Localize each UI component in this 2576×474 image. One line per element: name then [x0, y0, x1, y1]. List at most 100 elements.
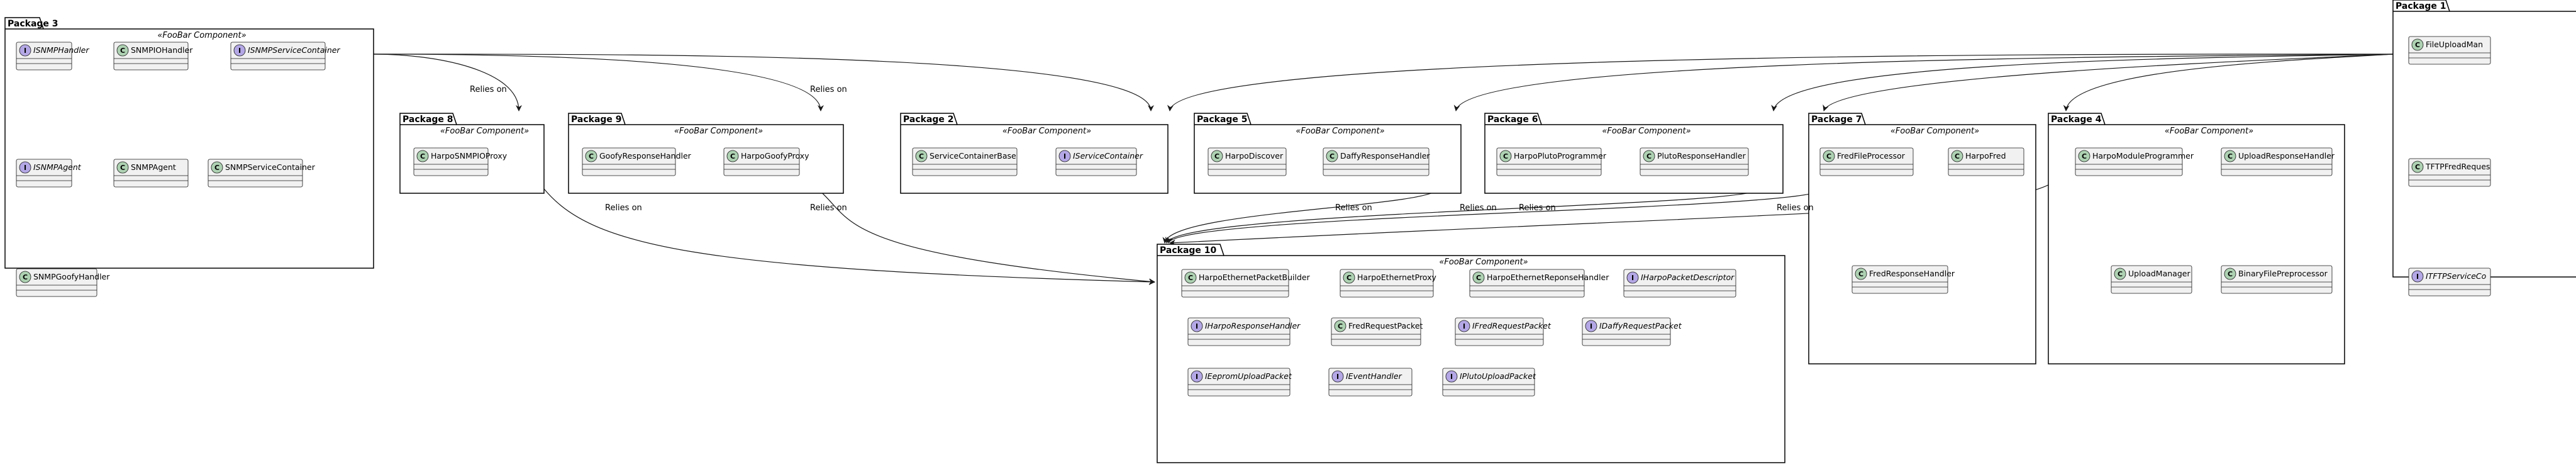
interface-badge-icon	[19, 44, 31, 57]
class-kind-letter: C	[2415, 41, 2420, 49]
class-name: UploadManager	[2128, 269, 2190, 278]
class-name: SNMPAgent	[131, 162, 176, 172]
dependency-arrow-p1-to-p7	[1823, 54, 2394, 111]
edge-label-relies-on: Relies on	[470, 85, 507, 94]
class-box	[1328, 368, 1413, 397]
dependency-arrow-p9-to-p10	[817, 188, 1155, 285]
class-box	[230, 42, 326, 71]
class-kind-letter: C	[120, 164, 125, 172]
class-badge-icon	[2224, 150, 2236, 162]
class-box	[16, 268, 97, 297]
dependency-arrow-p5-to-p10	[1162, 188, 1440, 244]
class-badge-icon	[1951, 150, 1963, 162]
class-kind-letter: C	[1646, 152, 1652, 161]
class-kind-letter: C	[1858, 270, 1863, 278]
class-name: TFTPFredReques	[2425, 162, 2490, 171]
class-name: ISNMPServiceContainer	[248, 45, 340, 55]
class-kind-letter: C	[1346, 274, 1352, 282]
class-box	[1640, 147, 1749, 176]
interface-badge-icon	[1191, 370, 1203, 383]
class-badge-icon	[2411, 38, 2424, 51]
class-badge-icon	[1211, 150, 1223, 162]
class-badge-icon	[1334, 320, 1346, 332]
class-box	[2408, 158, 2491, 187]
class-kind-letter: C	[1330, 152, 1335, 161]
class-pluto-response-handler[interactable]: C PlutoResponseHandler	[1640, 147, 1749, 176]
package-stereotype: «FooBar Component»	[2165, 127, 2253, 136]
interface-badge-icon	[1445, 370, 1458, 383]
interface-badge-icon	[2411, 270, 2424, 283]
class-name: ISNMPHandler	[33, 45, 89, 55]
class-snmpagent[interactable]: C SNMPAgent	[113, 159, 189, 188]
class-badge-icon	[726, 150, 739, 162]
class-kind-letter: C	[1955, 152, 1960, 161]
class-box	[1055, 147, 1137, 176]
edge-label-relies-on: Relies on	[1519, 203, 1556, 213]
edge-label-relies-on: Relies on	[1777, 203, 1814, 213]
edge-label-relies-on: Relies on	[1335, 203, 1372, 213]
dependency-arrow-p1-to-p5	[1453, 54, 2394, 111]
interface-badge-icon	[1191, 320, 1203, 332]
class-kind-letter: I	[1450, 373, 1453, 381]
package-name: Package 3	[8, 19, 58, 29]
class-box	[1208, 147, 1287, 176]
class-harpo-pluto-programmer[interactable]: C HarpoPlutoProgrammer	[1496, 147, 1607, 176]
class-name: SNMPGoofyHandler	[33, 272, 110, 281]
class-kind-letter: C	[919, 152, 924, 161]
dependency-arrow-p1-to-p2	[1167, 54, 2394, 111]
edge-label-relies-on: Relies on	[810, 85, 847, 94]
package-name: Package 9	[571, 115, 622, 125]
class-box	[1469, 269, 1585, 298]
class-name: HarpoPlutoProgrammer	[1514, 151, 1607, 161]
class-name: PlutoResponseHandler	[1657, 151, 1746, 161]
class-kind-letter: C	[1503, 152, 1508, 161]
class-box	[1852, 265, 1948, 294]
class-badge-icon	[1326, 150, 1338, 162]
package-stereotype: «FooBar Component»	[1890, 127, 1979, 136]
class-name: FredRequestPacket	[1348, 321, 1423, 330]
class-badge-icon	[1472, 271, 1485, 284]
class-box	[2075, 147, 2183, 176]
class-box	[1331, 317, 1421, 346]
package-name: Package 7	[1811, 115, 1862, 125]
package-name: Package 6	[1487, 115, 1538, 125]
class-badge-icon	[1343, 271, 1355, 284]
